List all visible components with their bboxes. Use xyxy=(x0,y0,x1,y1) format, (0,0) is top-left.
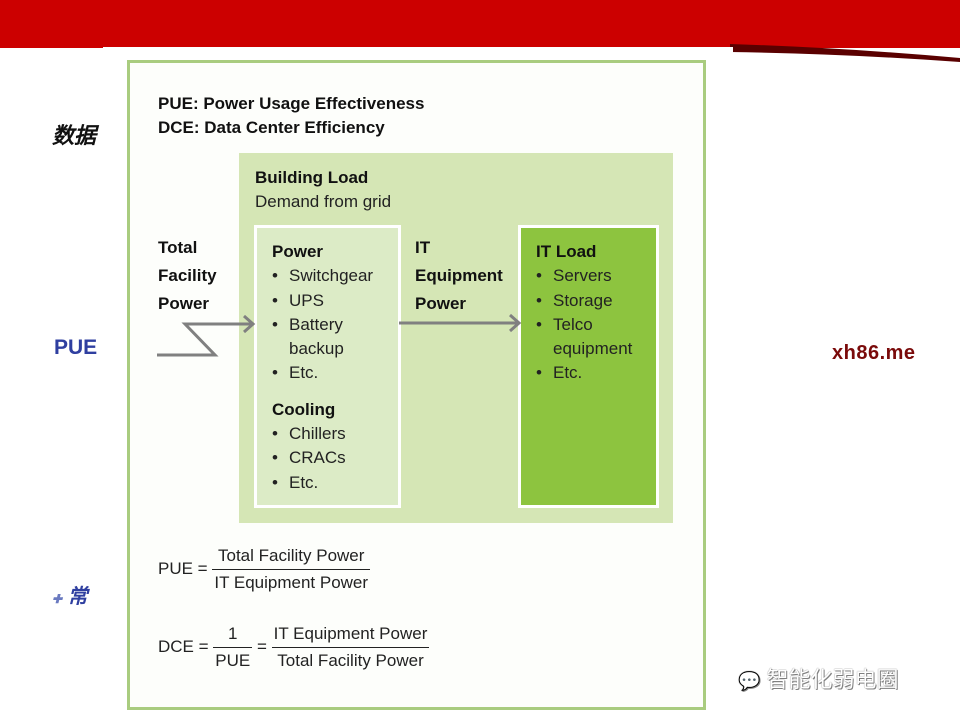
list-item: Servers xyxy=(536,264,656,289)
brand-text: 智能化弱电圈 xyxy=(766,667,899,692)
pue-fraction: Total Facility Power IT Equipment Power xyxy=(212,546,371,593)
power-box: Power Switchgear UPS Battery backup Etc.… xyxy=(254,225,401,508)
denominator: Total Facility Power xyxy=(277,651,424,670)
side-bullet-text: ✚ 常 xyxy=(52,586,88,608)
wechat-icon: 💬 xyxy=(738,671,761,691)
list-item: UPS xyxy=(272,289,398,314)
header-curve xyxy=(730,44,960,62)
it-equipment-power-label: IT Equipment Power xyxy=(415,234,503,318)
side-bullet-label: 常 xyxy=(67,586,88,608)
denominator: PUE xyxy=(215,651,251,670)
list-item: Battery backup xyxy=(272,313,398,362)
list-item: Etc. xyxy=(272,361,398,386)
label-line: Power xyxy=(415,294,467,313)
pue-formula: PUE = Total Facility Power IT Equipment P… xyxy=(158,546,371,593)
pue-lhs: PUE = xyxy=(158,558,208,578)
side-pue-label: PUE xyxy=(54,336,98,359)
header-band xyxy=(0,0,960,48)
label-line: Facility xyxy=(158,266,217,285)
label-line: Total xyxy=(158,238,198,257)
brand-label: 💬 智能化弱电圈 xyxy=(738,662,899,694)
label-line: Power xyxy=(158,294,210,313)
numerator: Total Facility Power xyxy=(212,546,371,570)
list-item: CRACs xyxy=(272,446,398,471)
definition-pue: PUE: Power Usage Effectiveness xyxy=(158,94,425,113)
power-title: Power xyxy=(272,242,324,261)
side-title: 数据 xyxy=(52,123,97,149)
list-item: Storage xyxy=(536,289,656,314)
numerator: IT Equipment Power xyxy=(271,624,430,648)
building-load-title: Building Load xyxy=(255,168,369,187)
it-load-title: IT Load xyxy=(536,242,597,261)
equals: = xyxy=(256,636,267,656)
numerator: 1 xyxy=(213,624,253,648)
watermark: xh86.me xyxy=(832,342,916,364)
list-item: Chillers xyxy=(272,422,398,447)
list-item: Telco equipment xyxy=(536,313,656,362)
label-line: Equipment xyxy=(415,266,503,285)
label-line: IT xyxy=(415,238,431,257)
list-item: Etc. xyxy=(272,471,398,496)
it-load-box: IT Load Servers Storage Telco equipment … xyxy=(518,225,659,508)
list-item: Etc. xyxy=(536,361,656,386)
denominator: IT Equipment Power xyxy=(214,573,369,592)
cooling-title: Cooling xyxy=(272,399,336,419)
dce-lhs: DCE = xyxy=(158,636,209,656)
list-item: Switchgear xyxy=(272,264,398,289)
building-load-subtitle: Demand from grid xyxy=(255,192,392,211)
definition-dce: DCE: Data Center Efficiency xyxy=(158,118,385,137)
total-facility-power-label: Total Facility Power xyxy=(158,234,217,318)
